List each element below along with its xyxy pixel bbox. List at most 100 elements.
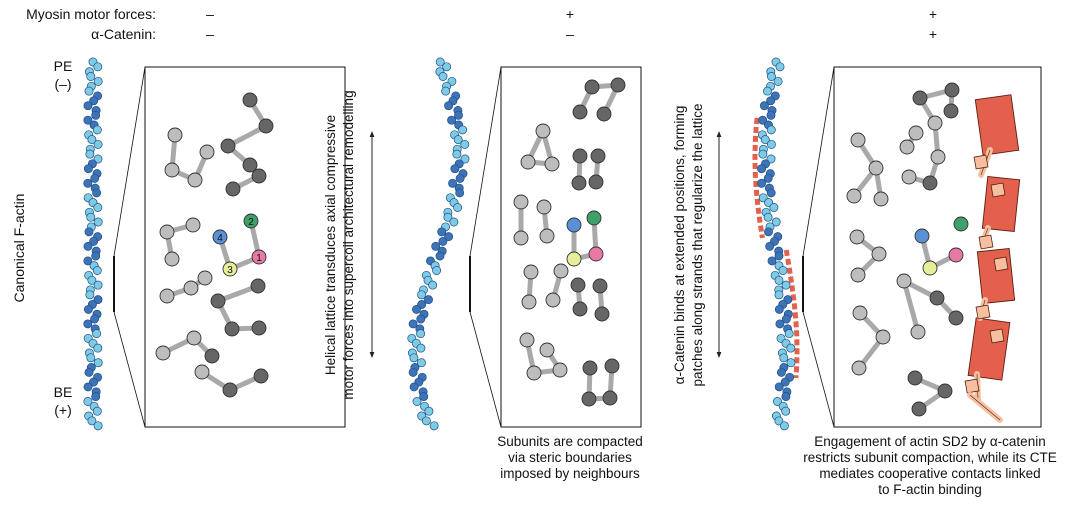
panel3-myosin-sign: +	[929, 6, 937, 22]
panel2-catenin-sign: –	[566, 26, 574, 42]
pointed-end-label: PE	[54, 58, 73, 74]
actin-subunit	[570, 277, 586, 293]
actin-protomer	[431, 241, 441, 251]
actin-subunit	[258, 118, 274, 134]
actin-protomer	[91, 251, 101, 261]
actin-protomer	[448, 178, 458, 188]
actin-protomer	[83, 382, 93, 392]
caption-panel2-line3: imposed by neighbours	[500, 466, 640, 481]
catenin-body	[974, 94, 1020, 156]
actin-protomer	[87, 135, 97, 145]
catenin-bound-filament	[757, 57, 796, 431]
actin-protomer	[766, 96, 776, 106]
actin-subunit	[602, 390, 618, 406]
actin-protomer	[443, 212, 453, 222]
actin-subunit	[852, 305, 868, 321]
actin-protomer	[766, 125, 776, 135]
actin-protomer	[455, 188, 465, 198]
subunit-lattice-compacted	[513, 77, 626, 407]
zoom-line-1-top	[113, 66, 146, 257]
actin-subunit	[242, 92, 258, 108]
actin-protomer	[416, 358, 426, 368]
subunit-number: 3	[227, 265, 233, 276]
actin-subunit	[604, 358, 620, 374]
catenin-linker-edge	[969, 394, 1001, 421]
actin-protomer	[769, 203, 779, 212]
actin-protomer	[416, 343, 426, 353]
caption-panel2-line2: via steric boundaries	[508, 450, 632, 465]
actin-protomer	[449, 217, 459, 227]
zoom-line-3-top	[802, 66, 835, 257]
actin-protomer	[83, 178, 93, 188]
actin-subunit	[167, 127, 183, 143]
panel1-myosin-sign: –	[206, 6, 214, 22]
actin-protomer	[454, 110, 463, 120]
actin-subunit	[513, 194, 529, 210]
actin-subunit	[868, 160, 884, 176]
actin-protomer	[778, 266, 788, 275]
actin-protomer	[786, 343, 796, 353]
actin-subunit	[251, 320, 267, 336]
actin-subunit	[187, 172, 203, 188]
actin-protomer	[779, 353, 789, 363]
actin-protomer	[85, 290, 95, 300]
subunit-3	[222, 261, 238, 277]
actin-protomer	[424, 295, 433, 305]
subunit-number: 2	[248, 217, 254, 228]
actin-subunit	[186, 330, 202, 346]
actin-protomer	[773, 397, 782, 406]
actin-protomer	[84, 367, 94, 377]
actin-protomer	[87, 275, 97, 285]
actin-protomer	[774, 290, 784, 300]
actin-subunit	[899, 139, 915, 155]
caption-panel3-line3: mediates cooperative contacts linked	[819, 466, 1041, 481]
actin-protomer	[83, 115, 93, 125]
actin-subunit	[850, 132, 866, 148]
actin-subunit	[199, 144, 215, 160]
catenin-cte	[975, 304, 991, 320]
panel3-catenin-sign: +	[929, 26, 937, 42]
actin-protomer	[416, 314, 426, 324]
actin-protomer	[760, 135, 770, 145]
actin-subunit	[582, 360, 598, 376]
subunit-2	[953, 216, 969, 232]
actin-subunit	[912, 90, 928, 106]
actin-subunit	[849, 229, 865, 245]
actin-protomer	[435, 57, 445, 67]
caption-panel2-line1: Subunits are compacted	[497, 434, 643, 449]
actin-subunit	[224, 321, 240, 337]
actin-protomer	[93, 343, 103, 353]
actin-subunit	[922, 175, 938, 191]
actin-protomer	[89, 96, 99, 106]
caption-panel3-line1: Engagement of actin SD2 by α-catenin	[814, 434, 1046, 449]
actin-protomer	[771, 217, 781, 227]
actin-protomer	[416, 329, 426, 339]
actin-protomer	[93, 217, 103, 227]
catenin-patch	[752, 117, 765, 239]
actin-protomer	[444, 232, 454, 242]
zoom-line-2-bottom	[469, 311, 502, 428]
actin-subunit	[553, 263, 569, 279]
actin-protomer	[92, 125, 102, 135]
actin-protomer	[86, 72, 96, 81]
actin-protomer	[455, 173, 465, 183]
subunit-contact	[901, 278, 921, 335]
actin-protomer	[84, 86, 94, 96]
canonical-factin-label: Canonical F-actin	[11, 194, 27, 303]
actin-subunit	[908, 125, 924, 141]
actin-protomer	[435, 251, 445, 261]
subunit-3	[566, 251, 582, 267]
actin-protomer	[759, 101, 769, 111]
actin-protomer	[779, 421, 789, 431]
actin-protomer	[421, 416, 431, 426]
actin-protomer	[437, 227, 447, 237]
catenin-patch	[783, 249, 800, 379]
actin-protomer	[83, 397, 93, 406]
actin-subunit	[610, 77, 626, 93]
actin-subunit	[545, 292, 561, 308]
actin-subunit	[251, 168, 267, 184]
catenin-cte	[990, 182, 1006, 198]
caption-panel3: Engagement of actin SD2 by α-catenin res…	[785, 434, 1075, 498]
actin-protomer	[757, 178, 767, 188]
